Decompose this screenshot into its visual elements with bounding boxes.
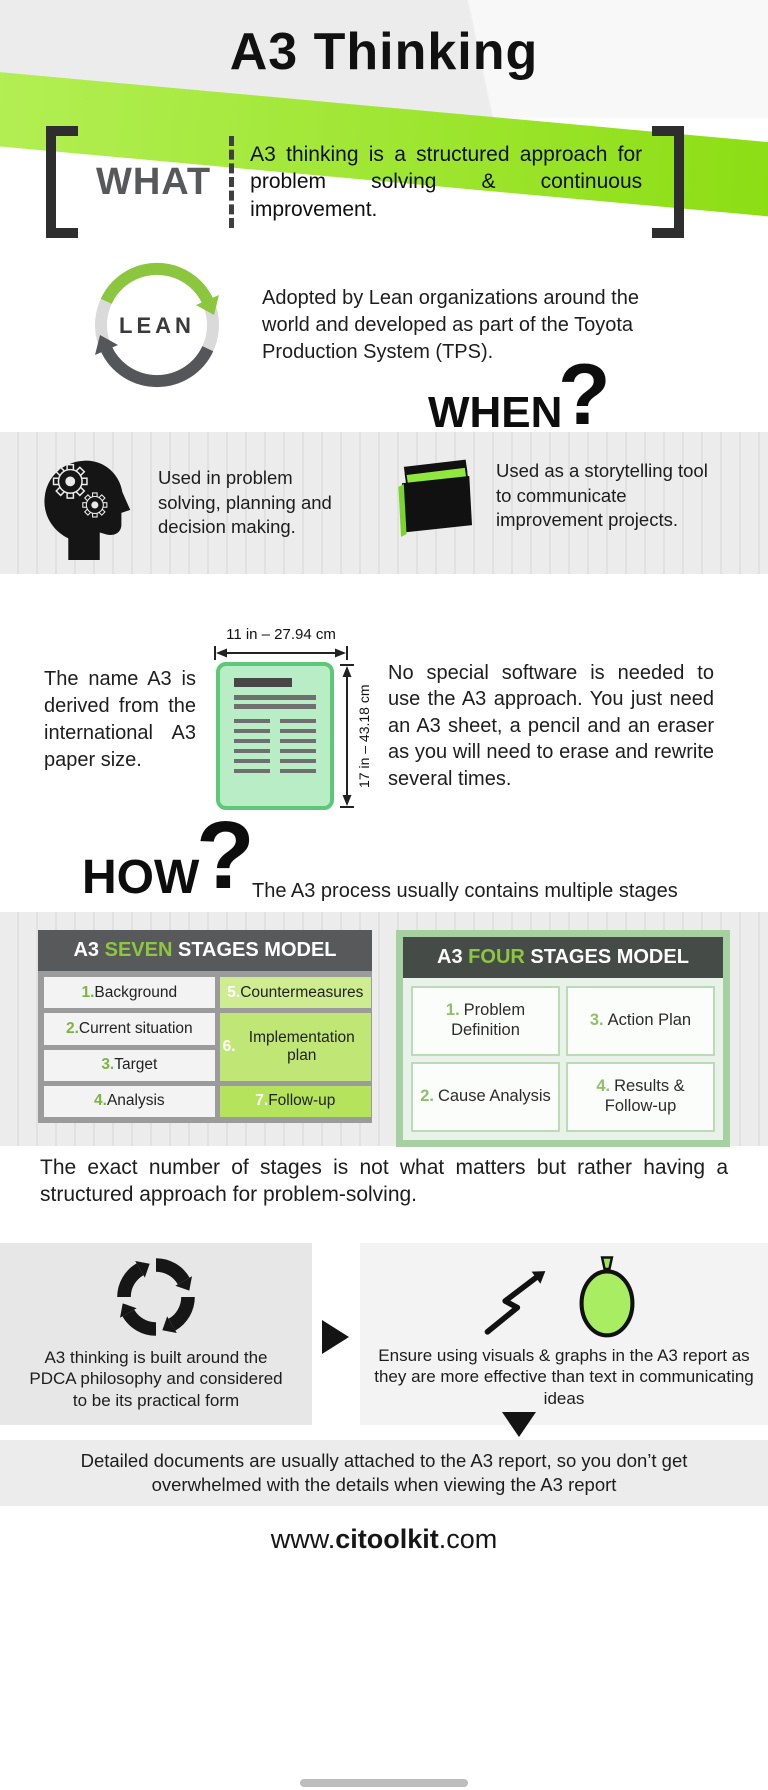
paper-text-line xyxy=(234,695,316,700)
attachment-note: Detailed documents are usually attached … xyxy=(80,1449,688,1495)
when-right-text: Used as a storytelling tool to communica… xyxy=(496,460,708,531)
lean-badge: LEAN xyxy=(119,313,195,338)
four-stages-grid: 1.Problem Definition 3.Action Plan 2.Cau… xyxy=(403,978,723,1140)
stage-cell-3: 3.Target xyxy=(44,1049,215,1081)
seven-title-highlight: SEVEN xyxy=(104,939,173,961)
what-label: WHAT xyxy=(96,160,212,203)
width-arrow-icon xyxy=(212,646,350,665)
attachment-note-band: Detailed documents are usually attached … xyxy=(0,1440,768,1506)
how-question-mark: ? xyxy=(196,802,255,909)
visuals-text: Ensure using visuals & graphs in the A3 … xyxy=(374,1346,754,1408)
seven-stages-model: A3 SEVEN STAGES MODEL 1.Background 2.Cur… xyxy=(38,930,372,1123)
zigzag-arrow-icon xyxy=(484,1271,546,1335)
when-left-text: Used in problem solving, planning and de… xyxy=(158,467,332,538)
height-arrow-icon xyxy=(340,662,354,815)
four-stages-model: A3 FOUR STAGES MODEL 1.Problem Definitio… xyxy=(396,930,730,1147)
dotted-divider-icon xyxy=(229,136,235,228)
stage-cell-4: 4.Analysis xyxy=(44,1085,215,1117)
arrow-down-icon xyxy=(502,1412,536,1437)
paper-text-line xyxy=(234,704,316,709)
lightbulb-icon xyxy=(579,1256,635,1338)
visuals-section: Ensure using visuals & graphs in the A3 … xyxy=(360,1243,768,1425)
arrow-right-icon xyxy=(322,1320,349,1354)
lean-text: Adopted by Lean organizations around the… xyxy=(262,286,639,363)
what-text: A3 thinking is a structured approach for… xyxy=(250,143,643,221)
four-cell-3: 3.Action Plan xyxy=(566,986,715,1056)
paper-columns xyxy=(234,716,316,776)
when-question-mark: ? xyxy=(558,347,611,443)
stage-cell-7: 7.Follow-up xyxy=(219,1085,371,1117)
four-title-highlight: FOUR xyxy=(468,946,525,968)
left-bracket-icon xyxy=(46,126,78,238)
stage-cell-1: 1.Background xyxy=(44,977,215,1009)
footer-brand: citoolkit xyxy=(335,1524,439,1554)
four-title-suffix: STAGES MODEL xyxy=(524,946,689,968)
how-subtitle: The A3 process usually contains multiple… xyxy=(252,880,678,902)
four-cell-1: 1.Problem Definition xyxy=(411,986,560,1056)
paper-right-text: No special software is needed to use the… xyxy=(388,662,714,790)
stages-note: The exact number of stages is not what m… xyxy=(40,1156,728,1207)
stage-cell-6: 6.Implementation plan xyxy=(219,1013,371,1081)
pdca-cycle-icon xyxy=(108,1249,204,1345)
pdca-section: A3 thinking is built around the PDCA phi… xyxy=(0,1243,312,1425)
how-heading: HOW xyxy=(82,851,200,904)
stage-cell-5: 5.Countermeasures xyxy=(219,977,371,1009)
when-heading: WHEN xyxy=(428,388,563,437)
lean-cycle-icon: LEAN xyxy=(82,250,232,400)
footer-prefix: www. xyxy=(270,1524,336,1554)
four-title-prefix: A3 xyxy=(437,946,469,968)
when-usage-right: Used as a storytelling tool to communica… xyxy=(382,450,742,542)
pdca-text: A3 thinking is built around the PDCA phi… xyxy=(29,1348,283,1410)
page-title: A3 Thinking xyxy=(229,23,539,81)
seven-title-suffix: STAGES MODEL xyxy=(172,939,337,961)
book-icon xyxy=(398,459,472,537)
seven-stages-header: A3 SEVEN STAGES MODEL xyxy=(38,930,372,971)
bottom-bar xyxy=(300,1779,468,1787)
when-usage-band xyxy=(0,432,768,574)
paper-size-left-text: The name A3 is derived from the internat… xyxy=(44,668,196,771)
visuals-icons xyxy=(480,1245,648,1343)
right-bracket-icon xyxy=(652,126,685,238)
stage-cell-2: 2.Current situation xyxy=(44,1013,215,1045)
what-section: WHAT A3 thinking is a structured approac… xyxy=(46,126,724,238)
footer-suffix: .com xyxy=(438,1524,498,1554)
lean-cycle-svg xyxy=(95,262,219,388)
four-cell-4: 4.Results & Follow-up xyxy=(566,1062,715,1132)
footer-link[interactable]: www.citoolkit.com xyxy=(0,1524,768,1555)
four-stages-header: A3 FOUR STAGES MODEL xyxy=(403,937,723,978)
paper-title-bar xyxy=(234,678,292,687)
lean-section: LEAN Adopted by Lean organizations aroun… xyxy=(82,250,692,400)
head-gears-icon xyxy=(44,460,131,561)
four-cell-2: 2.Cause Analysis xyxy=(411,1062,560,1132)
a3-paper-icon xyxy=(216,662,334,810)
when-usage-left: Used in problem solving, planning and de… xyxy=(26,444,356,562)
seven-stages-table: 1.Background 2.Current situation 3.Targe… xyxy=(38,971,372,1123)
paper-height-label: 17 in – 43.18 cm xyxy=(356,684,372,788)
seven-title-prefix: A3 xyxy=(73,939,105,961)
paper-width-label: 11 in – 27.94 cm xyxy=(226,626,336,643)
